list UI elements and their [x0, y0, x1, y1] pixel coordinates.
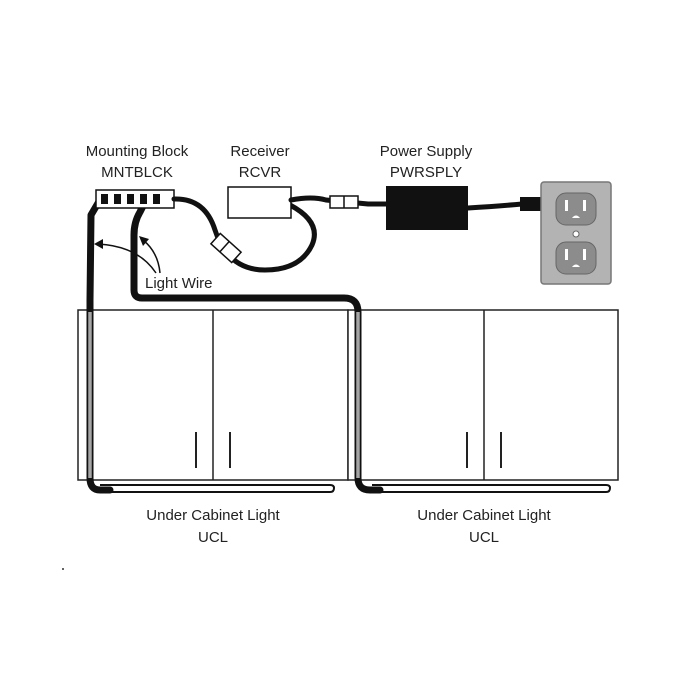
- mounting-block-port-2: [114, 194, 121, 204]
- ucl-right-code: UCL: [468, 529, 500, 546]
- light-wire-left: [86, 194, 114, 494]
- cabinet-right-box: [347, 309, 619, 481]
- mounting-block-code: MNTBLCK: [101, 164, 173, 181]
- ucl-left-fixture: [100, 484, 336, 493]
- cabinet-right: [347, 309, 619, 493]
- light-wire-right: [130, 196, 384, 494]
- mounting-block-label: Mounting Block: [85, 143, 189, 160]
- light-wire-right-path: [130, 196, 384, 494]
- mounting-block-port-4: [140, 194, 147, 204]
- mounting-block: [95, 189, 175, 209]
- wall-outlet: [540, 181, 612, 285]
- mounting-block-port-1: [101, 194, 108, 204]
- light-wire-label: Light Wire: [145, 275, 213, 292]
- stray-dot: [62, 568, 64, 570]
- light-wire-arrow-left-head: [94, 239, 103, 249]
- light-wire-arrow-left: [97, 243, 157, 274]
- ucl-left-label: Under Cabinet Light: [146, 507, 280, 524]
- inline-connector-groove: [219, 240, 230, 253]
- outlet-top-slot-right: [583, 200, 586, 211]
- ucl-right-label: Under Cabinet Light: [417, 507, 551, 524]
- outlet-bottom-slot-right: [583, 249, 586, 260]
- power-plug-body: [520, 197, 542, 211]
- block-to-receiver-wire: [171, 196, 317, 273]
- receiver-label: Receiver: [230, 143, 290, 160]
- outlet-screw: [572, 230, 580, 238]
- power-supply-label: Power Supply: [379, 143, 473, 160]
- power-supply-code: PWRSPLY: [389, 164, 463, 181]
- receiver-code: RCVR: [238, 164, 282, 181]
- power-cord: [465, 201, 525, 211]
- outlet-top-ground: [572, 215, 580, 218]
- ucl-left-code: UCL: [197, 529, 229, 546]
- inline-connector: [209, 232, 243, 264]
- light-wire-arrow-right-head: [139, 236, 149, 246]
- inline-connector-body: [209, 232, 243, 264]
- mounting-block-port-5: [153, 194, 160, 204]
- mounting-block-port-3: [127, 194, 134, 204]
- outlet-receptacle-top: [555, 192, 597, 226]
- outlet-bottom-slot-left: [565, 249, 568, 260]
- receiver-to-supply-wire: [288, 195, 389, 207]
- outlet-top-slot-left: [565, 200, 568, 211]
- power-supply-box: [386, 186, 468, 230]
- receiver-connector: [329, 195, 359, 209]
- cabinet-left: [77, 309, 349, 493]
- outlet-bottom-ground: [572, 264, 580, 267]
- outlet-receptacle-bottom: [555, 241, 597, 275]
- receiver-box: [227, 186, 292, 219]
- ucl-right-fixture: [372, 484, 612, 493]
